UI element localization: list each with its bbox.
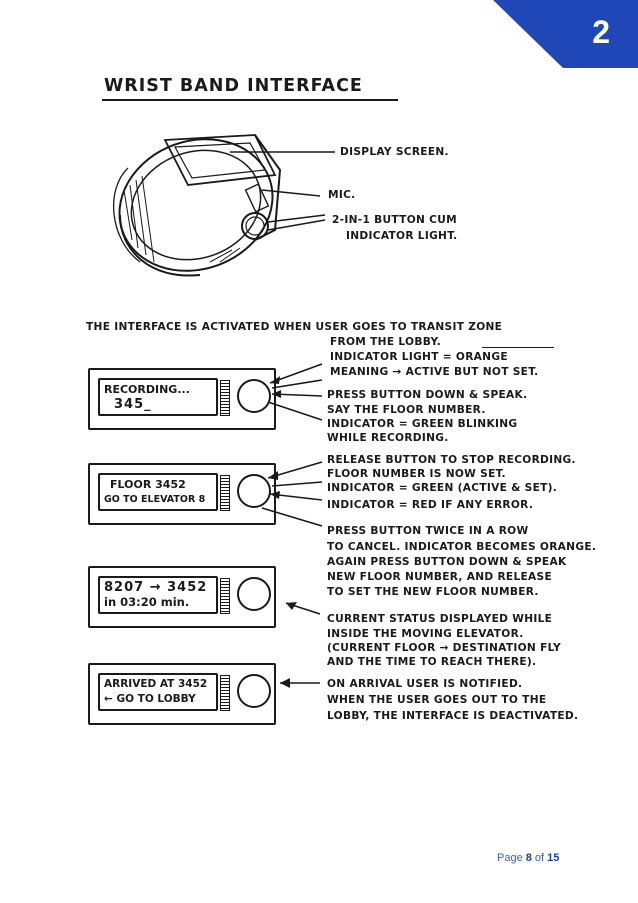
mic-grille bbox=[220, 380, 230, 416]
page-title: WRIST BAND INTERFACE bbox=[104, 76, 363, 96]
indicator-button[interactable] bbox=[237, 577, 271, 611]
label-button-line2: INDICATOR LIGHT. bbox=[346, 230, 458, 242]
mic-grille bbox=[220, 675, 230, 711]
note-arrive-2: WHEN THE USER GOES OUT TO THE bbox=[327, 694, 547, 706]
screen-line1: RECORDING... bbox=[104, 383, 190, 396]
note-recording-4: WHILE RECORDING. bbox=[327, 432, 449, 444]
note-status-3: (CURRENT FLOOR → DESTINATION FLY bbox=[327, 642, 561, 654]
note-set-4: INDICATOR = RED IF ANY ERROR. bbox=[327, 499, 534, 511]
note-cancel-4: NEW FLOOR NUMBER, AND RELEASE bbox=[327, 571, 553, 583]
note-cancel-3: AGAIN PRESS BUTTON DOWN & SPEAK bbox=[327, 556, 567, 568]
note-arrive-3: LOBBY, THE INTERFACE IS DEACTIVATED. bbox=[327, 710, 579, 722]
intro-underline bbox=[482, 347, 554, 348]
screen-line1: FLOOR 3452 bbox=[110, 478, 186, 491]
note-set-2: FLOOR NUMBER IS NOW SET. bbox=[327, 468, 506, 480]
page-total: 15 bbox=[547, 852, 560, 864]
screen-line1: ARRIVED AT 3452 bbox=[104, 678, 208, 690]
intro-line3: INDICATOR LIGHT = ORANGE bbox=[330, 351, 508, 363]
page-sep: of bbox=[531, 852, 548, 864]
display-screen: ARRIVED AT 3452 ← GO TO LOBBY bbox=[98, 673, 218, 711]
intro-line2: FROM THE LOBBY. bbox=[330, 336, 442, 348]
note-arrive-1: ON ARRIVAL USER IS NOTIFIED. bbox=[327, 678, 523, 690]
label-mic: MIC. bbox=[328, 189, 356, 201]
display-screen: 8207 → 3452 in 03:20 min. bbox=[98, 576, 218, 614]
note-set-3: INDICATOR = GREEN (ACTIVE & SET). bbox=[327, 482, 558, 494]
screen-line2: GO TO ELEVATOR 8 bbox=[104, 494, 206, 505]
note-cancel-5: TO SET THE NEW FLOOR NUMBER. bbox=[327, 586, 539, 598]
note-cancel-2: TO CANCEL. INDICATOR BECOMES ORANGE. bbox=[327, 541, 597, 553]
mic-grille bbox=[220, 578, 230, 614]
wristband-display-in-elevator: 8207 → 3452 in 03:20 min. bbox=[88, 566, 276, 628]
note-status-4: AND THE TIME TO REACH THERE). bbox=[327, 656, 537, 668]
label-button-line1: 2-in-1 BUTTON CUM bbox=[332, 214, 457, 226]
page-number: Page 8 of 15 bbox=[497, 852, 559, 864]
note-status-2: INSIDE THE MOVING ELEVATOR. bbox=[327, 628, 524, 640]
wristband-display-floor-set: FLOOR 3452 GO TO ELEVATOR 8 bbox=[88, 463, 276, 525]
page-prefix: Page bbox=[497, 852, 526, 864]
screen-line2: 345_ bbox=[114, 397, 152, 412]
corner-tab bbox=[493, 0, 638, 68]
wristband-display-arrived: ARRIVED AT 3452 ← GO TO LOBBY bbox=[88, 663, 276, 725]
indicator-button[interactable] bbox=[237, 474, 271, 508]
display-screen: RECORDING... 345_ bbox=[98, 378, 218, 416]
page-section-number: 2 bbox=[592, 14, 610, 50]
note-set-1: RELEASE BUTTON TO STOP RECORDING. bbox=[327, 454, 576, 466]
page-current: 8 bbox=[525, 852, 532, 864]
screen-line1: 8207 → 3452 bbox=[104, 580, 208, 595]
note-status-1: CURRENT STATUS DISPLAYED WHILE bbox=[327, 613, 553, 625]
indicator-button[interactable] bbox=[237, 674, 271, 708]
note-recording-3: INDICATOR = GREEN BLINKING bbox=[327, 418, 518, 430]
title-underline bbox=[102, 99, 398, 101]
note-recording-2: SAY THE FLOOR NUMBER. bbox=[327, 404, 486, 416]
screen-line2: ← GO TO LOBBY bbox=[104, 693, 196, 705]
display-screen: FLOOR 3452 GO TO ELEVATOR 8 bbox=[98, 473, 218, 511]
screen-line2: in 03:20 min. bbox=[104, 595, 190, 609]
mic-grille bbox=[220, 475, 230, 511]
note-recording-1: PRESS BUTTON DOWN & SPEAK. bbox=[327, 389, 528, 401]
label-display-screen: DISPLAY SCREEN. bbox=[340, 146, 449, 158]
wristband-display-recording: RECORDING... 345_ bbox=[88, 368, 276, 430]
indicator-button[interactable] bbox=[237, 379, 271, 413]
note-cancel-1: PRESS BUTTON TWICE IN A ROW bbox=[327, 525, 529, 537]
intro-line4: MEANING → ACTIVE BUT NOT SET. bbox=[330, 366, 539, 378]
intro-line1: THE INTERFACE IS ACTIVATED WHEN USER GOE… bbox=[86, 321, 503, 333]
